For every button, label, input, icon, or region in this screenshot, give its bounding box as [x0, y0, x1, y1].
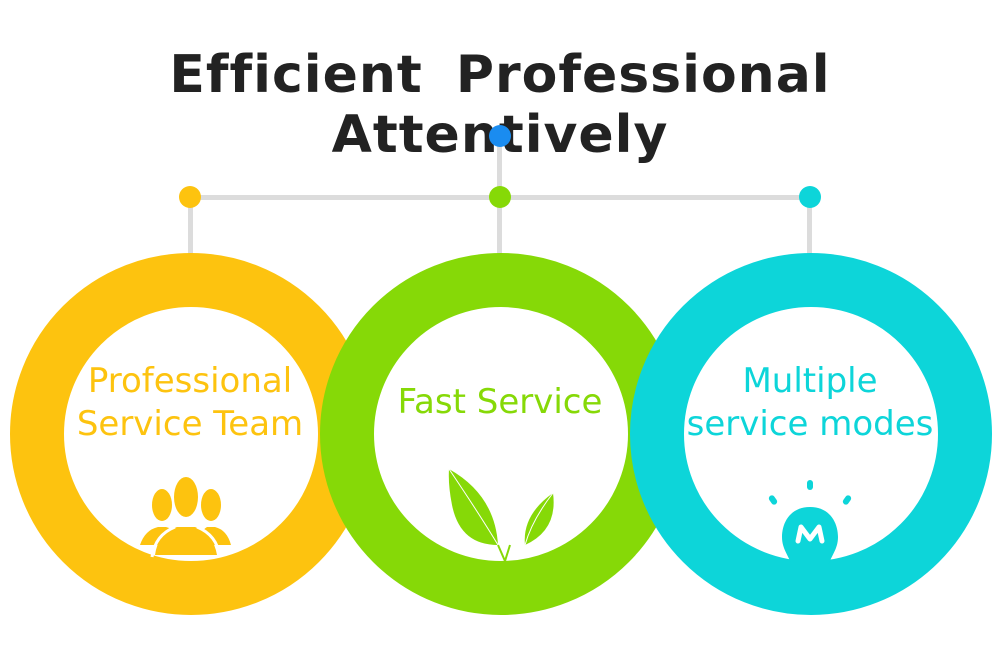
item-label-multiple-modes: Multiple service modes — [685, 360, 935, 446]
connector-line — [497, 197, 502, 255]
leaves-icon — [448, 468, 554, 564]
green-dot — [489, 186, 511, 208]
item-label-professional-team: Professional Service Team — [65, 360, 315, 446]
label-line: service modes — [686, 404, 934, 444]
item-label-fast-service: Fast Service — [375, 381, 625, 424]
top-dot — [489, 125, 511, 147]
label-line: Fast Service — [397, 382, 603, 422]
connector-line — [807, 197, 812, 255]
cyan-dot — [799, 186, 821, 208]
connector-line — [188, 197, 193, 255]
label-line: Service Team — [76, 404, 304, 444]
yellow-dot — [179, 186, 201, 208]
label-line: Multiple — [742, 361, 878, 401]
connector-line — [497, 135, 502, 197]
label-line: Professional — [87, 361, 293, 401]
lightbulb-icon — [768, 480, 852, 565]
team-icon — [140, 477, 231, 558]
